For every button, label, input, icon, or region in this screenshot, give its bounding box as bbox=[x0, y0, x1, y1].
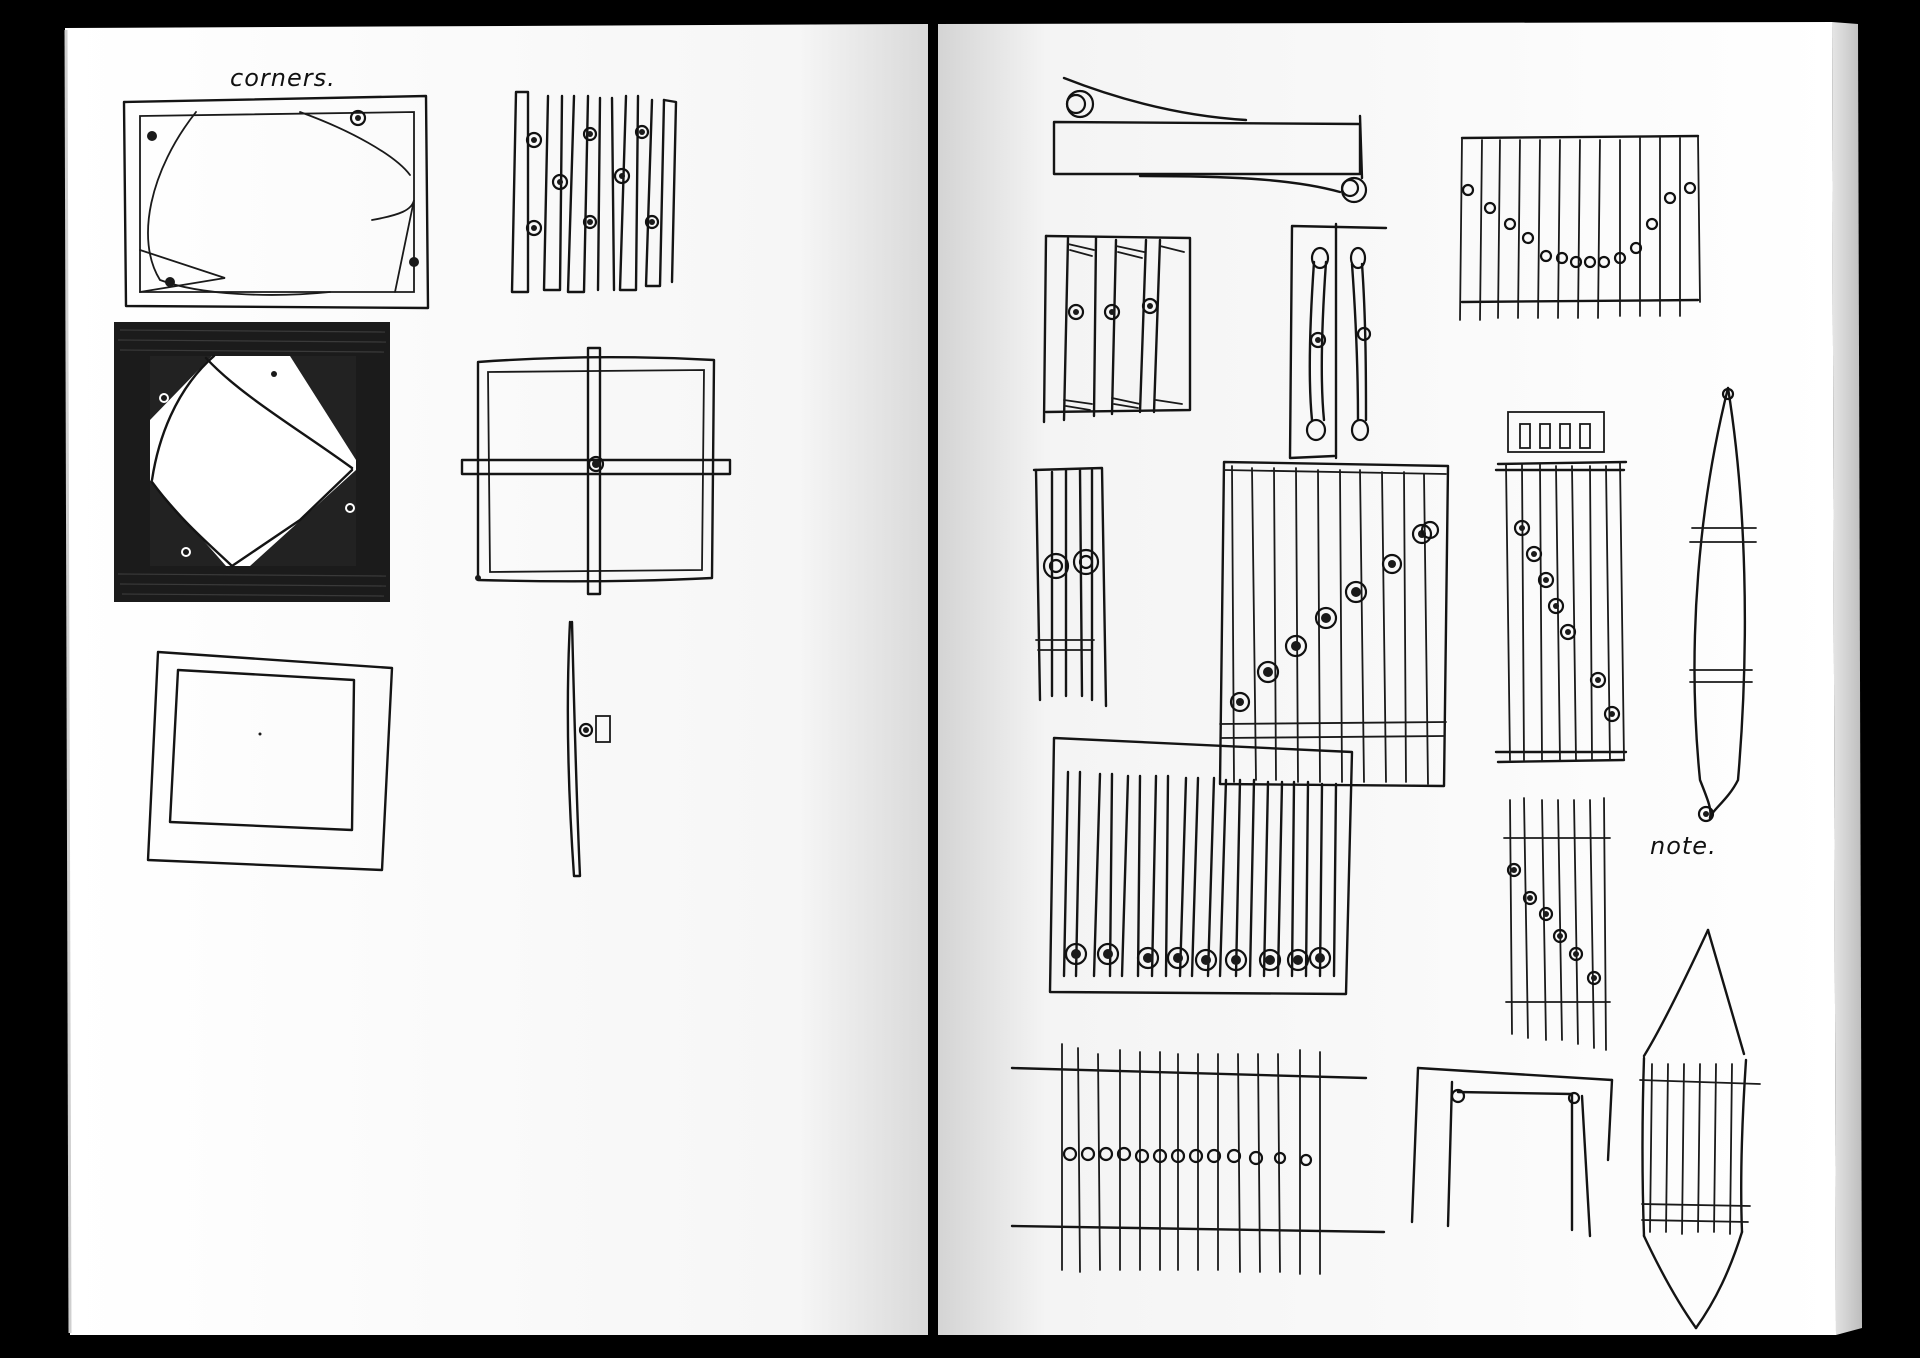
label-note: note. bbox=[1650, 832, 1717, 860]
left-page bbox=[65, 24, 928, 1335]
label-corners: corners. bbox=[230, 64, 336, 92]
right-page bbox=[938, 22, 1862, 1335]
sketch-dark-frame bbox=[114, 322, 390, 602]
